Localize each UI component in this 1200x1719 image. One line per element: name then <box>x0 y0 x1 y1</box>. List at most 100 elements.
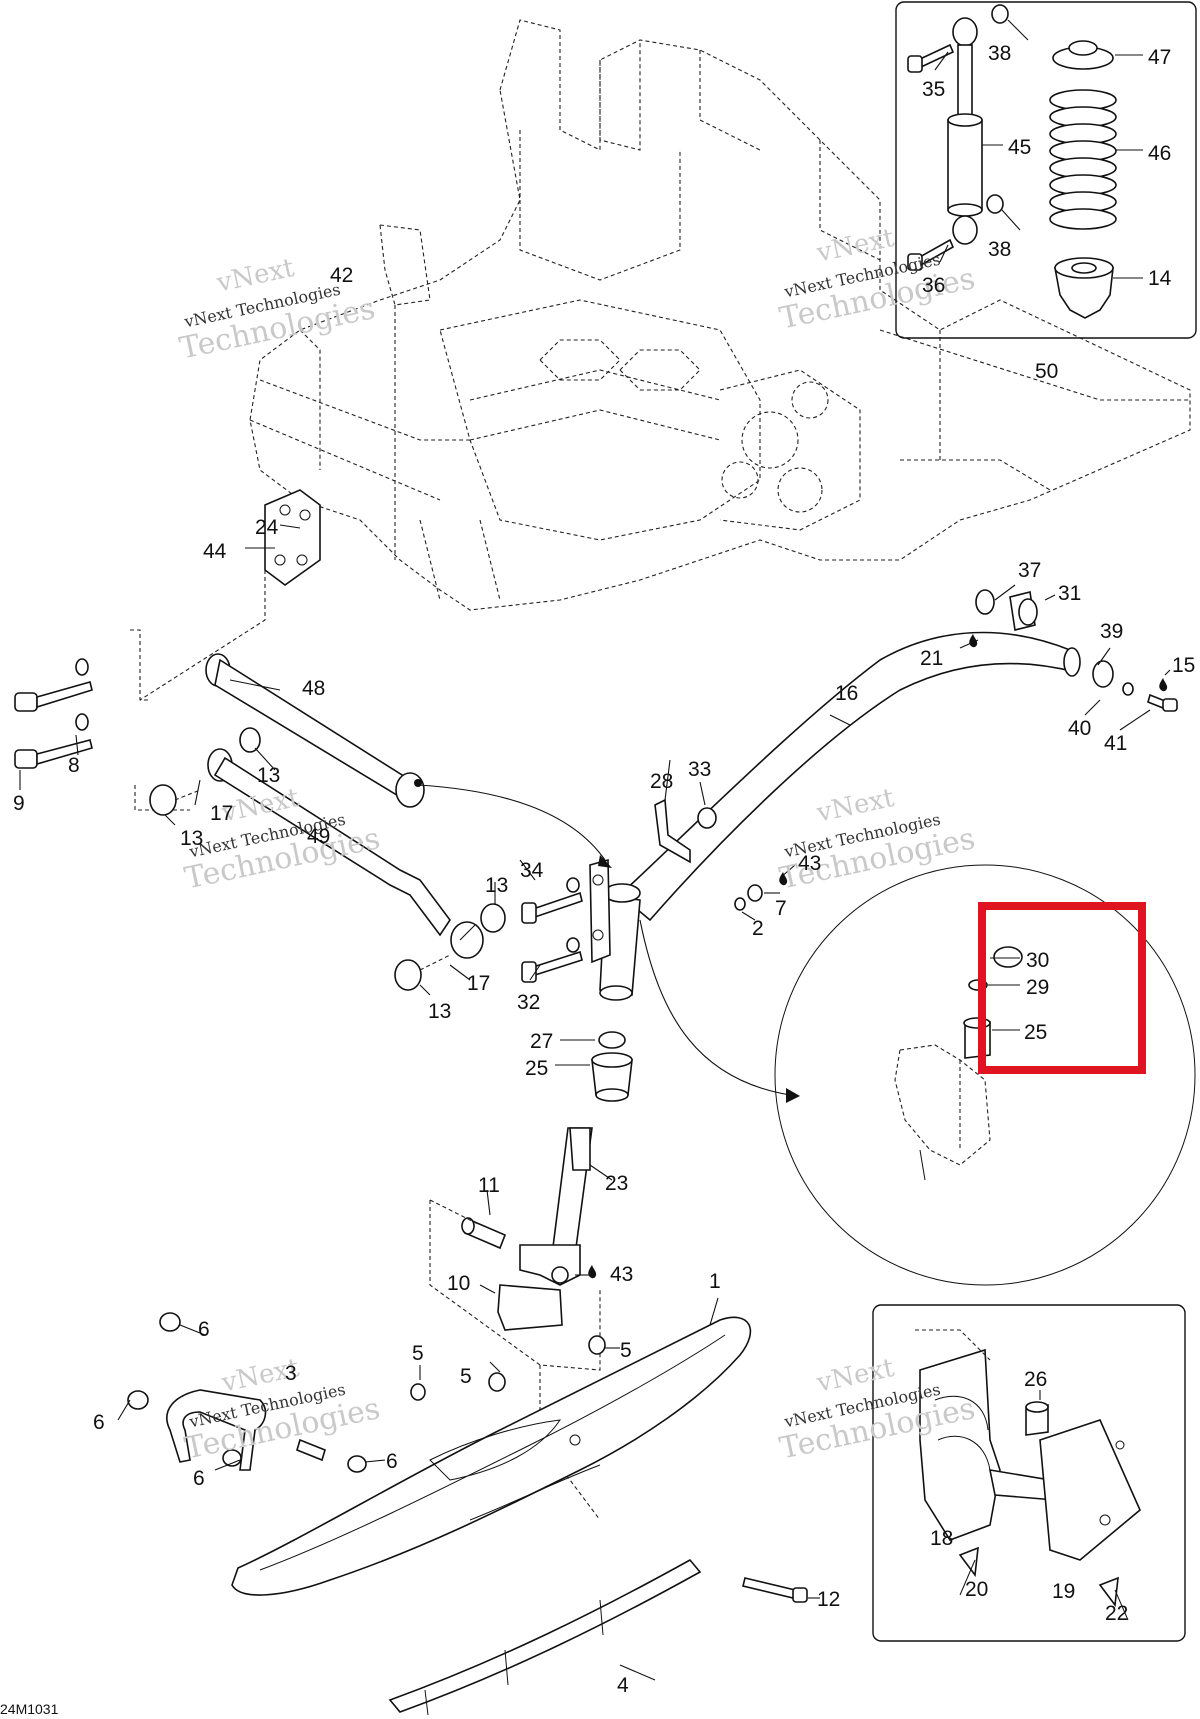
radius-rod-49 <box>207 727 484 959</box>
ski-1 <box>231 1316 752 1596</box>
callout-30: 30 <box>1026 949 1049 972</box>
callout-17b: 17 <box>467 972 490 995</box>
callout-21: 21 <box>920 647 943 670</box>
callout-5: 5 <box>412 1342 424 1365</box>
callout-36: 36 <box>922 274 945 297</box>
bushings-13 <box>149 784 506 991</box>
washers-8 <box>75 658 89 731</box>
callout-32: 32 <box>517 991 540 1014</box>
callout-16: 16 <box>835 682 858 705</box>
callout-46: 46 <box>1148 142 1171 165</box>
callout-43b: 43 <box>610 1263 633 1286</box>
bolt-group-dashline <box>130 629 150 701</box>
bushings-6 <box>127 1312 367 1473</box>
callout-44: 44 <box>203 540 227 563</box>
spindle-23 <box>519 1127 593 1286</box>
callout-50: 50 <box>1035 360 1058 383</box>
callout-38b: 38 <box>988 238 1011 261</box>
bolt-12 <box>742 1577 808 1603</box>
callout-13c: 13 <box>485 874 508 897</box>
callout-34: 34 <box>520 859 544 882</box>
ski-dashline-1 <box>429 1200 601 1371</box>
ski-dashline-2 <box>429 1199 481 1226</box>
callout-7: 7 <box>775 897 787 920</box>
callout-13: 13 <box>257 764 280 787</box>
bushing-dashline <box>134 785 190 811</box>
callout-49: 49 <box>307 825 330 848</box>
spindle-bolts <box>521 877 583 983</box>
callout-41: 41 <box>1104 732 1127 755</box>
callout-43: 43 <box>798 852 821 875</box>
callout-25-detail: 25 <box>1024 1021 1047 1044</box>
callout-22: 22 <box>1105 1602 1128 1625</box>
bracket-28 <box>654 798 717 864</box>
callout-40: 40 <box>1068 717 1091 740</box>
callout-35: 35 <box>922 78 945 101</box>
callout-labels: 1 2 3 4 5 5 5 6 6 6 6 7 8 9 10 11 12 13 … <box>13 42 1195 1697</box>
callout-9: 9 <box>13 792 25 815</box>
damper-10 <box>497 1284 563 1331</box>
callout-23: 23 <box>605 1172 628 1195</box>
callout-19: 19 <box>1052 1580 1075 1603</box>
pin-11 <box>461 1217 507 1250</box>
detail-box-bottom <box>872 1304 1186 1642</box>
spring-46 <box>1049 89 1117 230</box>
radius-rod-48 <box>205 653 425 808</box>
spindle-housing <box>589 858 641 1001</box>
trailing-arm-16 <box>618 631 1081 922</box>
callout-12: 12 <box>817 1588 840 1611</box>
callout-1: 1 <box>709 1270 721 1293</box>
chassis-frame <box>249 19 1191 611</box>
callout-31: 31 <box>1058 582 1081 605</box>
callout-17: 17 <box>210 802 233 825</box>
callout-3: 3 <box>285 1362 297 1385</box>
callout-25: 25 <box>525 1057 548 1080</box>
nut-washer-7-2 <box>734 884 763 911</box>
arm-pivot-hardware <box>975 589 1178 712</box>
ski-handle-3 <box>166 1389 326 1471</box>
callout-47: 47 <box>1148 46 1171 69</box>
callout-18: 18 <box>930 1527 953 1550</box>
callout-14: 14 <box>1148 267 1172 290</box>
callout-45: 45 <box>1008 136 1031 159</box>
callout-39: 39 <box>1100 620 1123 643</box>
callout-38: 38 <box>988 42 1011 65</box>
mount-bracket-24 <box>139 489 321 701</box>
bolts-9 <box>14 681 93 769</box>
callout-29: 29 <box>1026 976 1049 999</box>
callout-28: 28 <box>650 770 673 793</box>
callout-33: 33 <box>688 758 711 781</box>
callout-27: 27 <box>530 1030 553 1053</box>
callout-11: 11 <box>478 1174 500 1197</box>
shock-kit-box <box>895 1 1197 339</box>
callout-5b: 5 <box>460 1365 472 1388</box>
callout-5c: 5 <box>620 1339 632 1362</box>
callout-48: 48 <box>302 677 325 700</box>
callout-8: 8 <box>68 754 80 777</box>
callout-4: 4 <box>617 1674 629 1697</box>
callout-6d: 6 <box>386 1450 398 1473</box>
ski-dashline-3 <box>539 1365 601 1521</box>
callout-10: 10 <box>447 1272 470 1295</box>
highlight-box <box>978 902 1146 1074</box>
callout-26: 26 <box>1024 1368 1047 1391</box>
callout-37: 37 <box>1018 559 1041 582</box>
callout-6c: 6 <box>193 1467 205 1490</box>
runner-4 <box>388 1558 702 1716</box>
callout-13b: 13 <box>180 827 203 850</box>
callout-6: 6 <box>198 1318 210 1341</box>
nuts-5 <box>410 1335 606 1401</box>
callout-6b: 6 <box>93 1411 105 1434</box>
callout-15: 15 <box>1172 654 1195 677</box>
callout-2: 2 <box>752 917 764 940</box>
callout-42: 42 <box>330 264 353 287</box>
detail-view-circle <box>639 864 1196 1286</box>
grease-symbols <box>588 634 1168 1279</box>
arrow-rod-to-spindle <box>417 784 606 861</box>
bushing-27-25 <box>591 1031 633 1102</box>
leader-lines <box>19 524 1171 1681</box>
drawing-code: 24M1031 <box>0 1701 59 1717</box>
callout-20: 20 <box>965 1578 988 1601</box>
callout-13d: 13 <box>428 1000 451 1023</box>
